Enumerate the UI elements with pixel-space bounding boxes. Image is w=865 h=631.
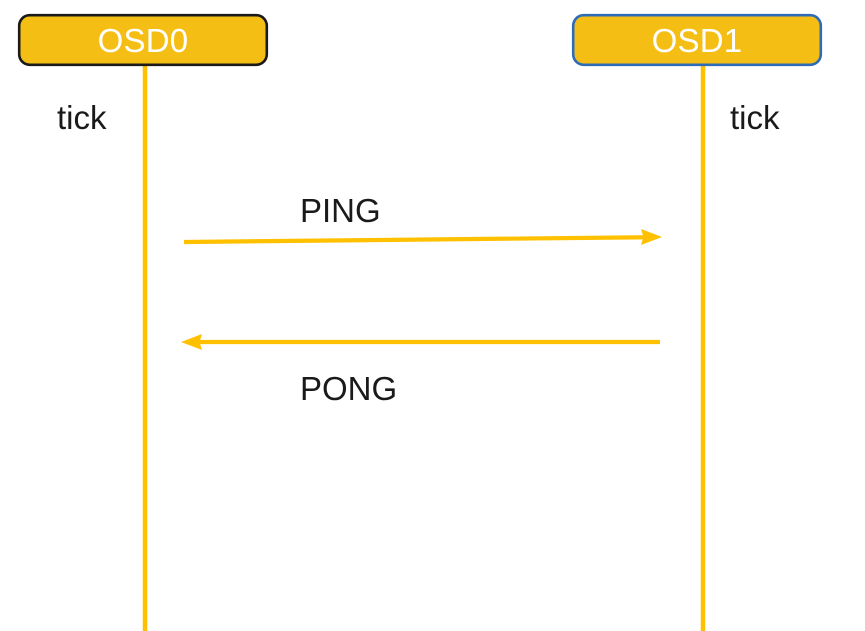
participant-box-osd0[interactable] bbox=[17, 13, 269, 67]
message-hit-pong[interactable] bbox=[181, 327, 661, 359]
message-arrow-ping[interactable] bbox=[183, 229, 662, 245]
participant-label-osd1: OSD1 bbox=[651, 22, 743, 59]
tick-label-osd0: tick bbox=[57, 99, 107, 136]
message-arrow-pong[interactable] bbox=[181, 334, 660, 350]
lifeline-hit-osd0[interactable] bbox=[138, 66, 152, 631]
participant-label-osd0: OSD0 bbox=[97, 22, 189, 59]
message-hit-ping[interactable] bbox=[184, 225, 664, 259]
message-label-pong: PONG bbox=[300, 370, 398, 407]
tick-label-osd1: tick bbox=[730, 99, 780, 136]
participant-box-osd1[interactable] bbox=[571, 13, 823, 67]
lifeline-hit-osd1[interactable] bbox=[696, 66, 710, 631]
message-label-ping: PING bbox=[300, 192, 381, 229]
